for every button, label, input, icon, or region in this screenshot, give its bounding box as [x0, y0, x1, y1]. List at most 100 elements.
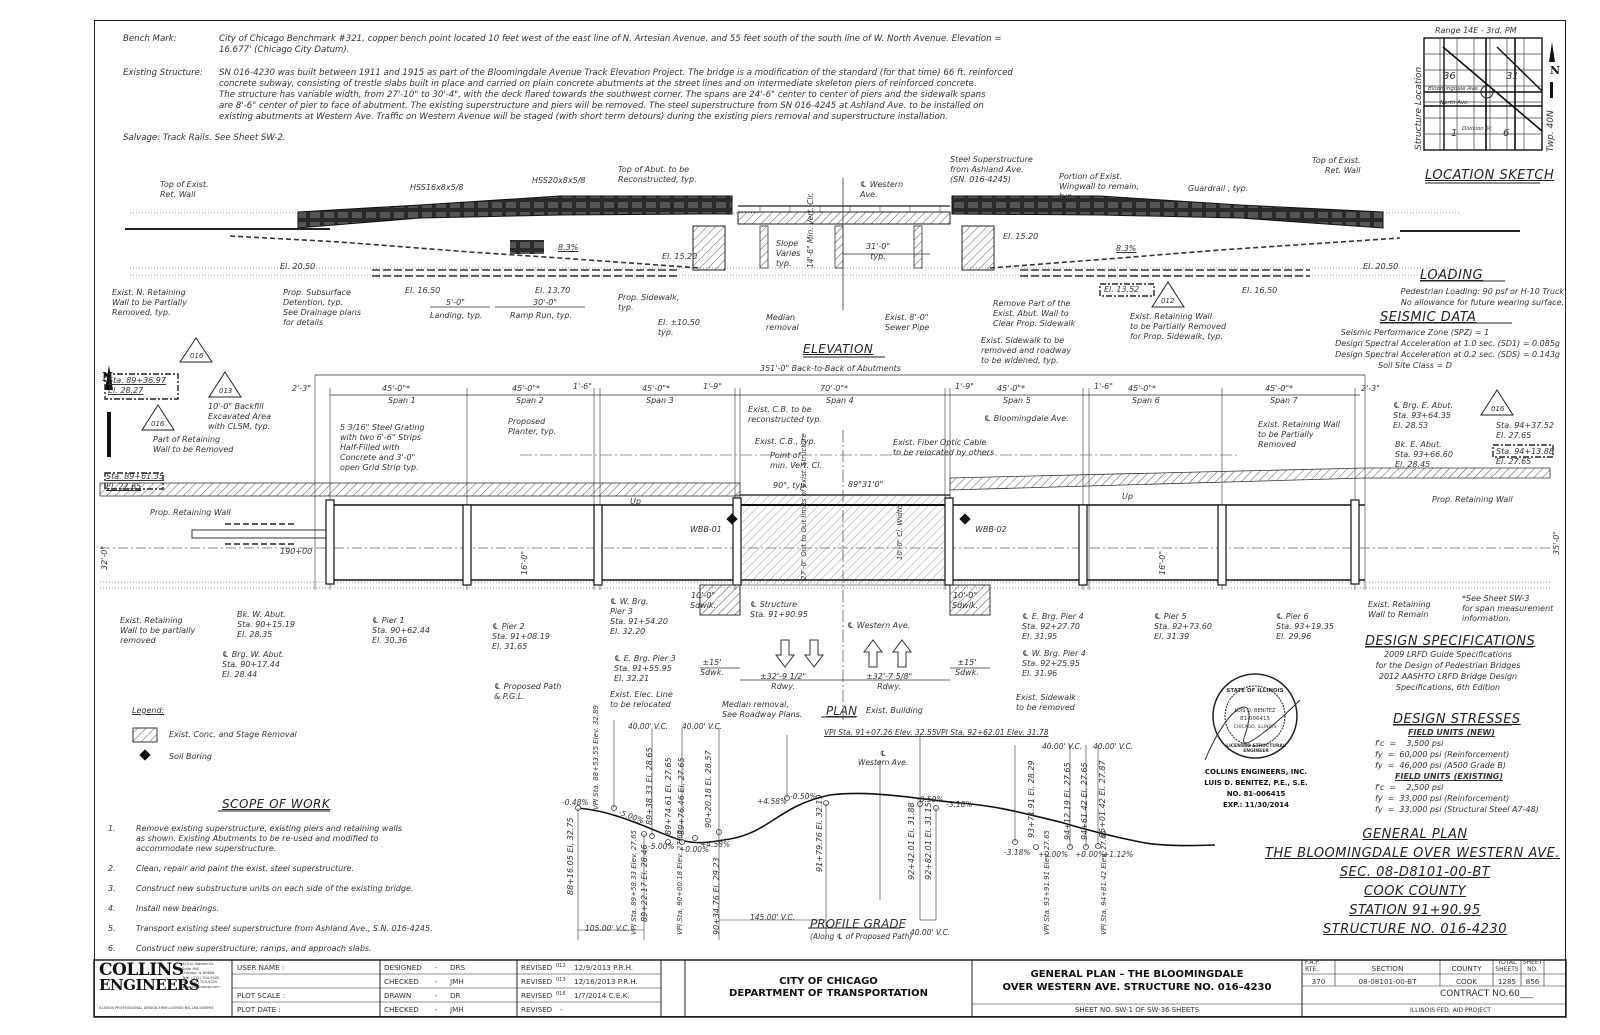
elev-median-removal: Median removal	[766, 313, 799, 332]
vpi-92-62: VPI Sta. 92+62.01 Elev. 31.78	[936, 728, 1049, 737]
legend-hatch-swatch	[132, 727, 158, 743]
location-sketch-map	[1423, 37, 1555, 151]
tb-dash: -	[435, 991, 438, 1000]
logo-license: ILLINOIS PROFESSIONAL DESIGN FIRM LICENS…	[99, 1006, 214, 1010]
tb-header-county: COUNTY	[1451, 964, 1482, 973]
sta-93-71: 93+71.91 El. 28.29	[1027, 760, 1036, 838]
tb-plot-date: PLOT DATE :	[237, 1005, 281, 1014]
plan-wbb01: WBB-01	[690, 525, 722, 534]
plan-cl-width: 10'-0" Cl. Width	[896, 504, 904, 560]
tb-who-checked-2: JMH	[450, 1005, 464, 1014]
general-plan-line-6: STRUCTURE NO. 016-4230	[1323, 922, 1507, 937]
sta-92-42: 92+42.01 El. 31.88	[907, 802, 916, 880]
plan-span-dim-12: 2'-3"	[1361, 384, 1380, 393]
plan-exist-cb-recon: Exist. C.B. to be reconstructed typ.	[748, 405, 822, 424]
plan-exist-ret-wall-remain: Exist. Retaining Wall to Remain	[1368, 600, 1431, 619]
stress-new-1: f'c = 3,500 psi	[1375, 739, 1444, 748]
elev-slope-varies: Slope Varies typ.	[776, 239, 801, 268]
plan-e-brg-pier-3: ℄ E. Brg. Pier 3 Sta. 91+55.95 El. 32.21	[614, 654, 676, 683]
plan-point-min-vert: Point of min. Vert. Cl.	[770, 451, 822, 470]
plan-pier-1: ℄ Pier 1 Sta. 90+62.44 El. 30.36	[372, 616, 430, 645]
vc-145: 145.00' V.C.	[750, 913, 795, 922]
seal-name: LUIS D. BENITEZ	[1234, 708, 1276, 714]
tb-revision-text-3: 1/7/2014 C.E.K.	[574, 991, 630, 1000]
seal-ring-top: STATE OF ILLINOIS	[1226, 688, 1284, 694]
vc-105: 105.00' V.C.	[585, 924, 630, 933]
tb-role-checked-2: CHECKED	[384, 1005, 419, 1014]
tb-value-section: 08-08101-00-BT	[1358, 977, 1417, 986]
grade-5: +4.58%	[757, 797, 788, 806]
plan-see-sw3-note: *See Sheet SW-3 for span measurement inf…	[1462, 594, 1554, 623]
scope-num-4: 4.	[108, 904, 116, 913]
elev-prop-sidewalk: Prop. Sidewalk, typ.	[618, 293, 680, 312]
plan-part-ret-wall: Part of Retaining Wall to be Removed	[153, 435, 234, 454]
tb-dash: -	[435, 977, 438, 986]
elev-landing: Landing, typ.	[430, 311, 483, 320]
scope-item-1: Remove existing superstructure, existing…	[136, 824, 402, 853]
existing-structure-line: concrete subway, consisting of trestle s…	[219, 79, 977, 89]
section-36: 36	[1443, 71, 1456, 82]
vc-40-c: 40.00' V.C.	[910, 928, 951, 937]
engineer-license: NO. 81-006415	[1226, 790, 1286, 798]
scope-num-6: 6.	[108, 944, 116, 953]
elev-el-1352: El. 13.52	[1104, 285, 1140, 294]
profile-grade-subtitle: (Along ℄ of Proposed Path)	[810, 932, 913, 941]
tb-revision-tag-2: 013	[556, 977, 566, 983]
design-spec-line-4: Specifications, 6th Edition	[1395, 683, 1501, 692]
tb-who-drawn: DR	[450, 991, 461, 1000]
plan-span-dim-0: 2'-3"	[292, 384, 311, 393]
revision-tag-013: 013	[219, 387, 233, 395]
tb-role-designed: DESIGNED	[384, 963, 422, 972]
logo-bottom: ENGINEERS	[99, 976, 200, 994]
plan-dim-16-w: 16'-0"	[520, 550, 529, 575]
north-arrow-label: N	[102, 370, 113, 384]
plan-out-to-out: 27'-0" Out to Out limits of Exist. Struc…	[800, 433, 808, 580]
elev-el-1520-e: El. 15.20	[1003, 232, 1039, 241]
vpi-89-58: VPI Sta. 89+58.33 Elev. 27.65	[630, 830, 638, 935]
scope-num-5: 5.	[108, 924, 116, 933]
existing-structure-line: are 8'-6" center of pier to face of abut…	[219, 101, 984, 111]
elev-el-1050: El. ±10.50 typ.	[658, 318, 700, 337]
seismic-line-4: Soil Site Class = D	[1378, 361, 1452, 370]
elev-exist-ret-wall-partial: Exist. Retaining Wall to be Partially Re…	[1130, 312, 1227, 341]
collins-logo: COLLINS ENGINEERS	[99, 962, 200, 994]
tb-plot-scale: PLOT SCALE :	[237, 991, 286, 1000]
elev-slope-w: 8.3%	[558, 243, 579, 252]
plan-station-9000: 190+00	[280, 547, 313, 556]
vpi-94-81: VPI Sta. 94+81.42 Elev. 27.65	[1100, 830, 1108, 935]
street-bloomingdale: Bloomingdale Ave.	[1428, 86, 1480, 92]
grade-0: -0.48%	[562, 798, 589, 807]
existing-structure-line: SN 016-4230 was built between 1911 and 1…	[219, 68, 1013, 78]
grade-2: -5.00%	[648, 842, 675, 851]
stress-new-3: fy = 46,000 psi (A500 Grade B)	[1375, 761, 1506, 770]
vc-40-a: 40.00' V.C.	[628, 722, 669, 731]
vpi-90-00: VPI Sta. 90+00.18 Elev. 27.65	[676, 830, 684, 935]
bench-mark-label: Bench Mark:	[123, 34, 177, 44]
sta-89-76: 89+76.46 El. 27.65	[677, 757, 686, 835]
tb-role-checked: CHECKED	[384, 977, 419, 986]
elev-hss16: HSS16x8x5/8	[410, 183, 464, 192]
loading-line-2: No allowance for future wearing surface.	[1400, 298, 1564, 307]
location-north-arrow-label: N	[1550, 64, 1561, 77]
tb-revision-tag-1: 012	[556, 963, 566, 969]
plan-sta-8936: Sta. 89+36.97 El. 28.27	[108, 376, 166, 395]
elev-el-1650-e: El. 16.50	[1242, 286, 1278, 295]
sta-88-16: 88+16.05 El. 32.75	[566, 817, 575, 895]
plan-steel-grating: 5 3/16" Steel Grating with two 6'-6" Str…	[340, 423, 425, 472]
plan-cl-brg-e-abut: ℄ Brg. E. Abut. Sta. 93+64.35 El. 28.53	[1393, 401, 1454, 430]
sta-89-38: 89+38.33 El. 28.65	[645, 747, 654, 825]
plan-cl-structure: ℄ Structure Sta. 91+90.95	[750, 600, 808, 619]
plan-sdwk-10-e: 10'-0" Sdwlk.	[952, 591, 979, 610]
plan-exist-ret-wall-w: Exist. Retaining Wall to be partially re…	[120, 616, 196, 645]
section-6: 6	[1503, 128, 1510, 139]
plan-span-label-8: Span 5	[1003, 396, 1031, 405]
elev-el-1650-w: El. 16.50	[405, 286, 441, 295]
grade-9: -3.18%	[1004, 848, 1031, 857]
plan-pier-2: ℄ Pier 2 Sta. 91+08.19 El. 31.65	[492, 622, 550, 651]
tb-dash: -	[435, 1005, 438, 1014]
grade-11: +0.00%	[1075, 850, 1106, 859]
elev-el-1370: El. 13.70	[535, 286, 571, 295]
elev-slope-e: 8.3%	[1116, 244, 1137, 253]
plan-up-e: Up	[1122, 492, 1133, 501]
elev-span-31: 31'-0" typ.	[866, 242, 891, 261]
